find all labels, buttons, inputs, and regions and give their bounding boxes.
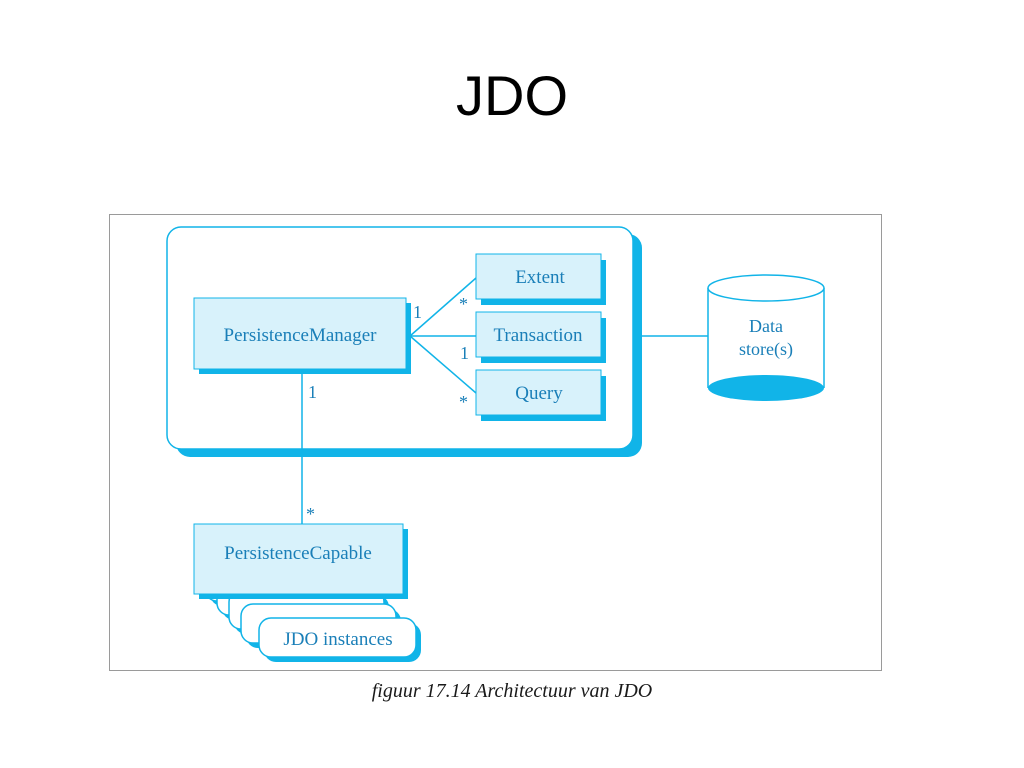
figure-caption: figuur 17.14 Architectuur van JDO xyxy=(371,680,653,702)
data-store-label-line2: store(s) xyxy=(739,339,793,360)
multiplicity-capable: * xyxy=(306,504,315,524)
jdo-instances-label: JDO instances xyxy=(283,629,392,650)
query-box: Query xyxy=(475,369,606,421)
extent-label: Extent xyxy=(515,267,565,288)
multiplicity-transaction: 1 xyxy=(460,343,469,363)
connector-pm-extent xyxy=(409,277,477,337)
multiplicity-extent: * xyxy=(459,294,468,314)
persistence-capable-box: PersistenceCapable xyxy=(193,523,408,599)
connector-pm-query xyxy=(409,335,477,394)
data-store-cylinder: Data store(s) xyxy=(707,274,825,401)
transaction-label: Transaction xyxy=(493,325,583,346)
multiplicity-pm-capable: 1 xyxy=(308,382,317,402)
connectors xyxy=(301,277,708,524)
instance-card-front: JDO instances xyxy=(258,617,421,662)
extent-box: Extent xyxy=(475,253,606,305)
persistence-manager-box: PersistenceManager xyxy=(193,297,411,374)
transaction-box: Transaction xyxy=(475,311,606,363)
multiplicity-pm-components: 1 xyxy=(413,302,422,322)
multiplicity-labels: 1 * 1 * 1 * xyxy=(306,294,469,524)
persistence-manager-label: PersistenceManager xyxy=(224,325,378,346)
multiplicity-query: * xyxy=(459,392,468,412)
data-store-label-line1: Data xyxy=(749,316,783,336)
query-label: Query xyxy=(515,383,563,404)
slide-title: JDO xyxy=(456,64,568,127)
persistence-capable-label: PersistenceCapable xyxy=(224,543,372,564)
